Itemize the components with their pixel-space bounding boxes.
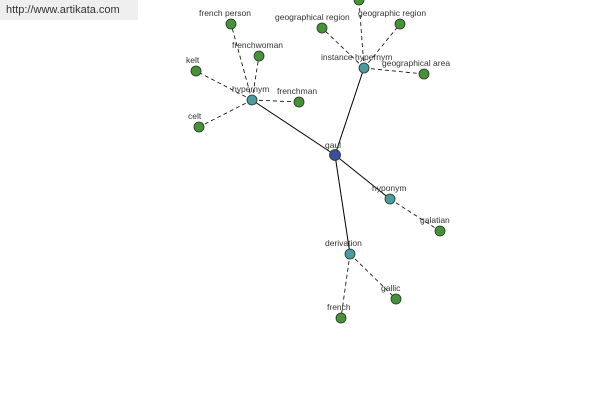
edge-derivation-gallic xyxy=(349,253,397,300)
node-hypernym-label[interactable]: hypernym xyxy=(232,84,269,94)
edge-center-instance-hypernym xyxy=(334,67,365,156)
node-derivation-label[interactable]: derivation xyxy=(325,238,362,248)
edge-derivation-french xyxy=(340,253,351,319)
node-french[interactable] xyxy=(335,312,347,324)
node-geographic-region-label[interactable]: geographic region xyxy=(358,8,426,18)
node-gallic-label[interactable]: gallic xyxy=(381,283,401,293)
edge-hypernym-frenchwoman xyxy=(251,55,260,101)
node-instance-hypernym-leaf-3[interactable] xyxy=(353,0,365,6)
node-hyponym-label[interactable]: hyponym xyxy=(372,183,407,193)
edge-hyponym-galatian xyxy=(389,198,441,232)
edge-center-hypernym xyxy=(251,99,336,156)
node-galatian[interactable] xyxy=(434,225,446,237)
node-geographical-region-label[interactable]: geographical region xyxy=(275,12,350,22)
edge-center-hyponym xyxy=(334,154,391,200)
edge-hypernym-frenchman xyxy=(251,99,300,103)
node-instance-hypernym-label[interactable]: instance hypernym xyxy=(321,52,392,62)
node-geographical-area[interactable] xyxy=(418,68,430,80)
node-geographic-region[interactable] xyxy=(394,18,406,30)
node-center-gaul[interactable] xyxy=(329,149,341,161)
node-galatian-label[interactable]: galatian xyxy=(420,215,450,225)
node-frenchman[interactable] xyxy=(293,96,305,108)
node-instance-hypernym[interactable] xyxy=(358,62,370,74)
node-hyponym[interactable] xyxy=(384,193,396,205)
edge-hypernym-kelt xyxy=(195,70,253,101)
graph-edges xyxy=(195,0,441,319)
graph-nodes: french person frenchwoman kelt frenchman cel… xyxy=(186,0,450,324)
site-link[interactable]: http://www.artikata.com xyxy=(0,0,138,20)
node-french-person-label[interactable]: french person xyxy=(199,8,251,18)
node-kelt[interactable] xyxy=(190,65,202,77)
node-geographical-area-label[interactable]: geographical area xyxy=(382,58,450,68)
node-celt[interactable] xyxy=(193,121,205,133)
node-derivation[interactable] xyxy=(344,248,356,260)
node-geographical-region[interactable] xyxy=(316,22,328,34)
node-frenchwoman-label[interactable]: frenchwoman xyxy=(232,40,283,50)
edge-hypernym-celt xyxy=(198,99,253,128)
node-celt-label[interactable]: celt xyxy=(188,111,202,121)
edge-instance-hypernym-geographical-region xyxy=(321,27,365,69)
edge-hypernym-french-person xyxy=(230,23,253,101)
node-frenchwoman[interactable] xyxy=(253,50,265,62)
node-french-person[interactable] xyxy=(225,18,237,30)
node-center-gaul-label[interactable]: gaul xyxy=(325,140,341,150)
edge-instance-hypernym-leaf-3 xyxy=(358,0,365,69)
node-french-label[interactable]: french xyxy=(327,302,351,312)
edge-center-derivation xyxy=(334,154,351,255)
edge-instance-hypernym-geographical-area xyxy=(363,67,425,75)
node-frenchman-label[interactable]: frenchman xyxy=(277,86,317,96)
node-kelt-label[interactable]: kelt xyxy=(186,55,200,65)
node-hypernym[interactable] xyxy=(246,94,258,106)
edge-instance-hypernym-geographic-region xyxy=(363,23,401,69)
node-gallic[interactable] xyxy=(390,293,402,305)
